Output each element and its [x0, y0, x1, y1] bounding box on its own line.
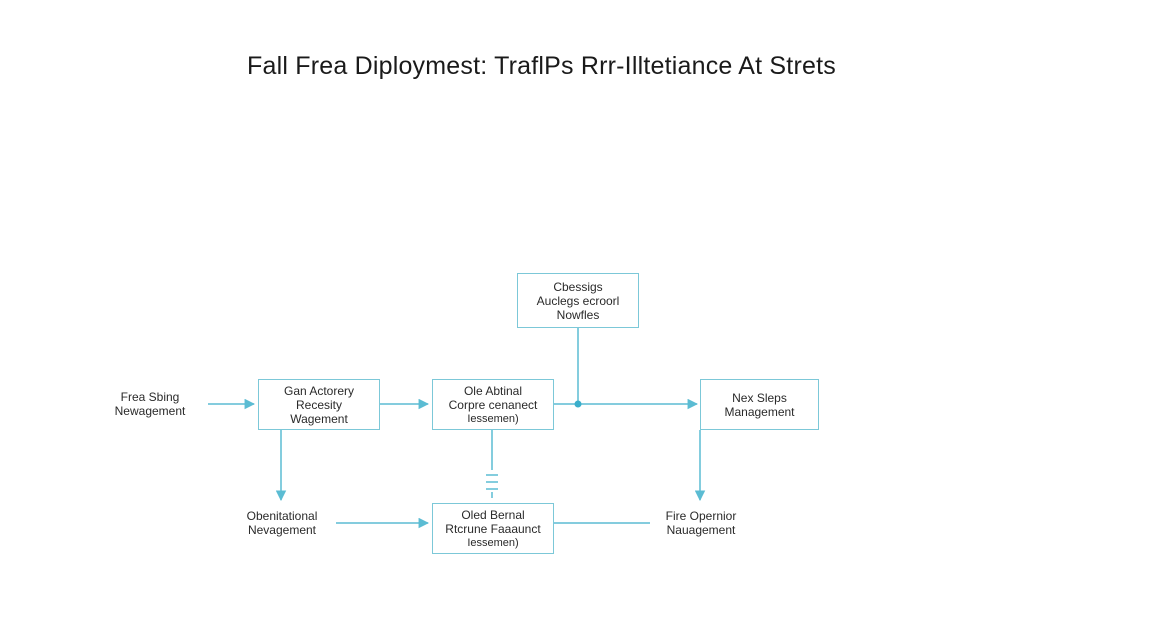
label-left-line-2: Newagement: [114, 404, 186, 418]
label-bottom-left-line-1: Obenitational: [246, 509, 318, 523]
node-right-line-2: Management: [724, 404, 795, 419]
diagram-title: Fall Frea Diploymest: TraflPs Rrr-Illtet…: [247, 52, 836, 80]
node-right-line-1: Nex Sleps: [732, 390, 787, 405]
node-a-line-1: Gan Actorery: [283, 383, 355, 398]
label-bottom-right: Fire Opernior Nauagement: [651, 506, 751, 540]
label-left: Frea Sbing Newagement: [100, 387, 200, 421]
node-top-line-3: Nowfles: [556, 307, 600, 322]
node-a[interactable]: Gan Actorery Recesity Wagement: [258, 379, 380, 430]
label-bottom-right-line-1: Fire Opernior: [665, 509, 737, 523]
junction-dot: [574, 400, 582, 408]
node-right[interactable]: Nex Sleps Management: [700, 379, 819, 430]
node-b[interactable]: Ole Abtinal Corpre cenanect Iessemen): [432, 379, 554, 430]
label-left-line-1: Frea Sbing: [120, 390, 180, 404]
node-b-line-3: Iessemen): [467, 412, 519, 425]
node-top[interactable]: Cbessigs Auclegs ecroorl Nowfles: [517, 273, 639, 328]
node-top-line-2: Auclegs ecroorl: [536, 293, 620, 308]
node-top-line-1: Cbessigs: [553, 279, 603, 294]
label-bottom-left-line-2: Nevagement: [247, 523, 317, 537]
node-a-line-3: Wagement: [290, 411, 348, 426]
node-c[interactable]: Oled Bernal Rtcrune Faaaunct Iessemen): [432, 503, 554, 554]
node-c-line-2: Rtcrune Faaaunct: [445, 521, 541, 536]
node-c-line-3: Iessemen): [467, 536, 519, 549]
node-c-line-1: Oled Bernal: [461, 507, 525, 522]
label-bottom-left: Obenitational Nevagement: [232, 506, 332, 540]
node-b-line-1: Ole Abtinal: [463, 383, 523, 398]
node-a-line-2: Recesity: [295, 397, 342, 412]
label-bottom-right-line-2: Nauagement: [666, 523, 736, 537]
node-b-line-2: Corpre cenanect: [448, 397, 538, 412]
